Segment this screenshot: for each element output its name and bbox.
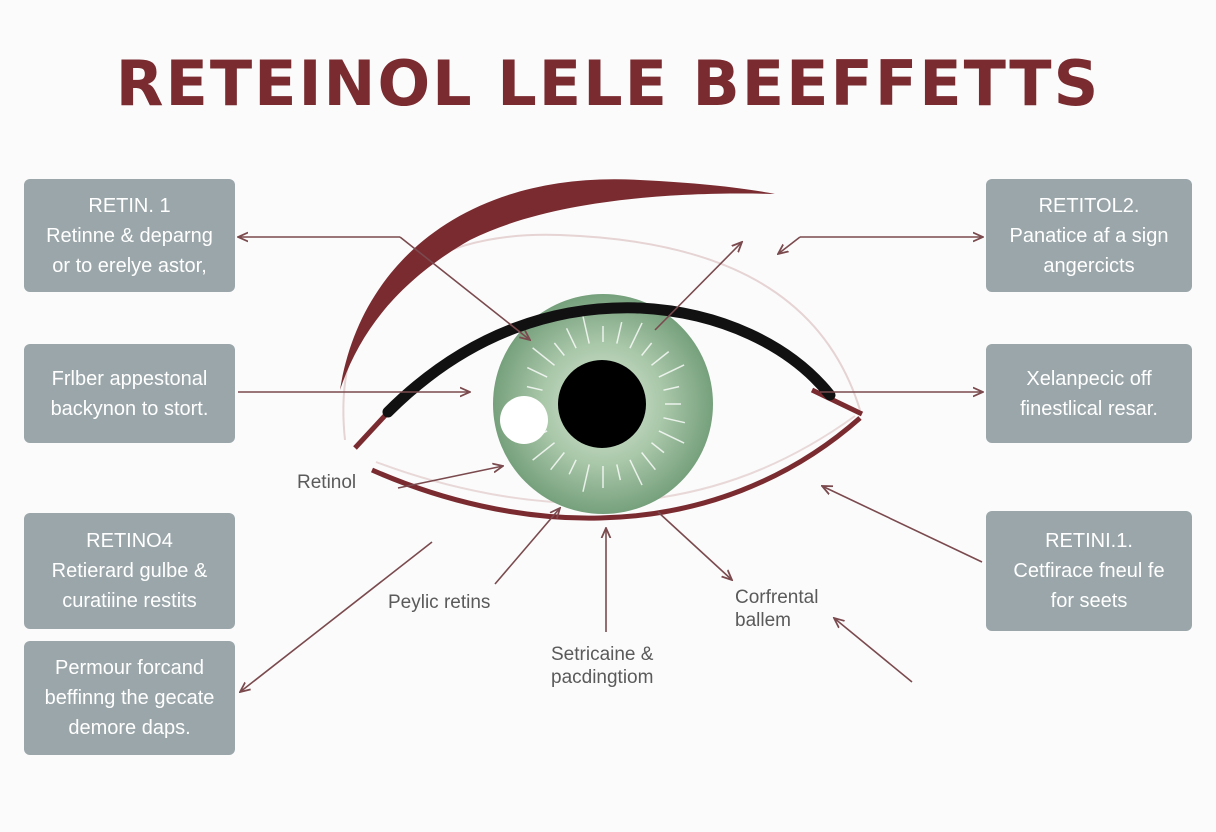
box-text: finestlical resar. bbox=[1020, 397, 1158, 420]
box-text: Retierard gulbe & bbox=[51, 560, 208, 582]
upper-lid bbox=[382, 302, 836, 418]
info-box-right-3: RETINI.1. Cetfirace fneul fe for seets bbox=[986, 511, 1192, 631]
box-text: backynon to stort. bbox=[50, 397, 209, 420]
info-box-left-4: Permour forcand beffinng the gecate demo… bbox=[24, 641, 235, 755]
info-box-right-2: Xelanpecic off finestlical resar. bbox=[986, 344, 1192, 443]
pupil bbox=[558, 360, 646, 448]
box-heading: RETITOL2. bbox=[1038, 194, 1140, 217]
box-heading: RETINI.1. bbox=[1045, 530, 1133, 552]
info-box-left-2: Frlber appestonal backynon to stort. bbox=[24, 344, 235, 443]
iris-ray bbox=[582, 464, 590, 492]
arrow-right-1b bbox=[778, 236, 801, 254]
box-text: angercicts bbox=[1043, 254, 1135, 277]
iris-ray bbox=[641, 452, 656, 471]
box-text: or to erelye astor, bbox=[52, 254, 207, 277]
iris-ray bbox=[553, 342, 565, 356]
iris-ray bbox=[616, 464, 622, 481]
box-text: beffinng the gecate bbox=[44, 687, 215, 709]
right-lid-stroke bbox=[810, 387, 864, 417]
label-corfrental-line2: ballem bbox=[735, 610, 791, 631]
arrow-left-4 bbox=[240, 541, 433, 692]
label-corfrental-line1: Corfrental bbox=[735, 587, 819, 608]
box-text: for seets bbox=[1050, 590, 1128, 612]
iris-ray bbox=[658, 364, 685, 378]
arrow-right-3 bbox=[822, 486, 983, 563]
arrow-corfrental-2 bbox=[834, 618, 913, 683]
iris-ray bbox=[651, 351, 670, 366]
label-peylic-retins: Peylic retins bbox=[388, 592, 491, 613]
box-text: Retinne & deparng bbox=[46, 224, 213, 247]
label-setricaine-line2: pacdingtiom bbox=[551, 667, 654, 688]
arrow-right-1 bbox=[654, 242, 742, 331]
arrow-corfrental bbox=[657, 511, 732, 580]
box-heading: RETINO4 bbox=[86, 530, 173, 552]
iris-ray bbox=[663, 385, 680, 391]
iris-ray bbox=[651, 442, 665, 454]
box-text: Panatice af a sign bbox=[1009, 224, 1169, 247]
box-text: Permour forcand bbox=[55, 657, 204, 679]
arrow-left-1-diag bbox=[399, 236, 530, 340]
iris-ray bbox=[526, 385, 543, 391]
info-box-right-1: RETITOL2. Panatice af a sign angercicts bbox=[986, 179, 1192, 292]
iris-ray bbox=[658, 430, 685, 444]
box-text: Cetfirace fneul fe bbox=[1013, 560, 1165, 582]
iris-ray bbox=[532, 347, 555, 366]
info-box-left-3: RETINO4 Retierard gulbe & curatiine rest… bbox=[24, 513, 235, 629]
iris-ray bbox=[550, 452, 565, 471]
arrow-peylic bbox=[494, 508, 560, 585]
box-text: Frlber appestonal bbox=[51, 367, 208, 390]
iris-ray bbox=[532, 442, 555, 461]
lower-lid bbox=[370, 416, 862, 521]
iris-ray bbox=[616, 321, 623, 344]
iris-ray bbox=[629, 322, 643, 349]
label-setricaine-line1: Setricaine & bbox=[551, 644, 654, 665]
box-text: Xelanpecic off bbox=[1026, 367, 1152, 390]
iris-ray bbox=[582, 316, 590, 344]
eye-highlight bbox=[500, 396, 548, 444]
iris-ray bbox=[663, 417, 686, 424]
info-box-left-1: RETIN. 1 Retinne & deparng or to erelye … bbox=[24, 179, 235, 292]
iris-ray bbox=[629, 459, 643, 486]
arrow-retinol bbox=[397, 466, 503, 489]
iris-ray bbox=[568, 459, 577, 475]
box-text: curatiine restits bbox=[62, 590, 197, 612]
box-heading: RETIN. 1 bbox=[88, 194, 171, 217]
page-title: RETEINOL LELE BEEFFETTS bbox=[115, 47, 1101, 120]
iris-ray bbox=[565, 327, 577, 349]
box-text: demore daps. bbox=[68, 717, 191, 739]
connector-arrows bbox=[238, 237, 983, 692]
eyebrow-swoosh bbox=[340, 179, 775, 390]
label-retinol: Retinol bbox=[297, 472, 357, 493]
iris-ray bbox=[641, 342, 653, 356]
iris-ray bbox=[526, 366, 548, 378]
